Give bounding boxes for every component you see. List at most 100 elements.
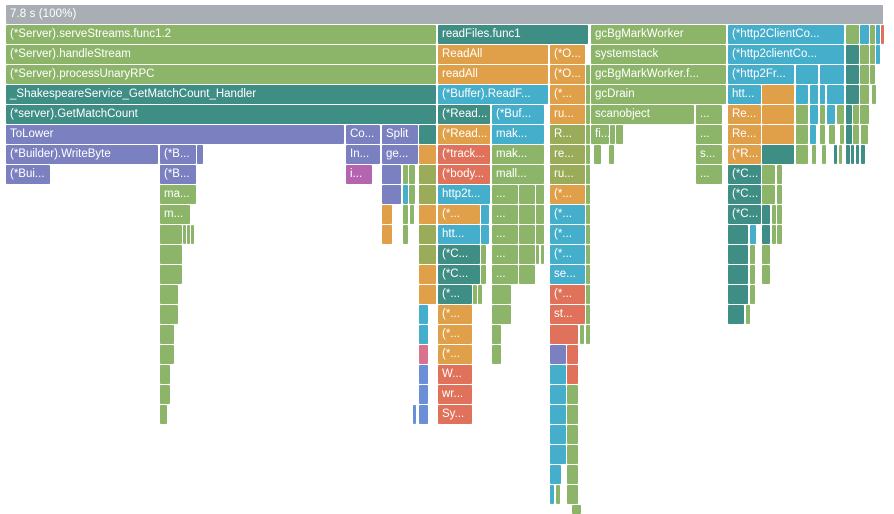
flame-frame[interactable] [820, 85, 825, 104]
flame-frame[interactable] [419, 405, 428, 424]
flame-frame[interactable] [728, 265, 748, 284]
flame-frame[interactable] [403, 185, 408, 204]
flame-frame[interactable] [820, 105, 825, 124]
flame-frame[interactable] [382, 185, 401, 204]
flame-frame[interactable]: ... [492, 185, 518, 204]
flame-frame[interactable]: (*... [550, 85, 585, 104]
flame-frame[interactable] [403, 165, 408, 184]
flame-frame[interactable] [567, 425, 578, 444]
flame-frame[interactable]: fi... [591, 125, 609, 144]
flame-frame[interactable]: (*... [438, 285, 472, 304]
flame-frame[interactable] [410, 205, 414, 224]
flame-frame[interactable] [536, 225, 544, 244]
flame-frame[interactable] [586, 105, 590, 124]
flame-frame[interactable] [750, 265, 755, 284]
flame-frame[interactable]: R... [550, 125, 585, 144]
flame-frame[interactable] [541, 245, 544, 264]
flame-frame[interactable]: http2t... [438, 185, 490, 204]
flame-frame[interactable] [550, 425, 566, 444]
flame-frame[interactable] [796, 65, 818, 84]
flame-frame[interactable] [197, 145, 203, 164]
flame-frame[interactable] [846, 105, 852, 124]
flame-frame[interactable] [616, 125, 623, 144]
flame-frame[interactable]: st... [550, 305, 585, 324]
flame-frame[interactable]: Split [382, 125, 418, 144]
flame-frame[interactable] [796, 145, 808, 164]
flame-frame[interactable] [419, 265, 436, 284]
flame-frame[interactable]: (*... [550, 285, 585, 304]
flame-frame[interactable]: s... [696, 145, 722, 164]
flame-frame[interactable] [586, 285, 590, 304]
flame-frame[interactable] [419, 225, 436, 244]
flame-frame[interactable] [419, 365, 428, 384]
flame-frame[interactable]: Sy... [438, 405, 472, 424]
flame-frame[interactable]: htt... [728, 85, 761, 104]
flame-frame[interactable]: (*Server).handleStream [6, 45, 436, 64]
flame-frame[interactable] [586, 245, 590, 264]
flame-frame[interactable] [846, 125, 852, 144]
flame-frame[interactable]: re... [550, 145, 585, 164]
flame-frame[interactable]: ru... [550, 165, 585, 184]
flame-frame[interactable]: gcBgMarkWorker [591, 25, 726, 44]
total-duration-bar[interactable] [6, 5, 883, 24]
flame-frame[interactable] [550, 365, 566, 384]
flame-frame[interactable] [586, 165, 590, 184]
flame-frame[interactable] [519, 225, 535, 244]
flame-frame[interactable] [550, 325, 578, 344]
flame-frame[interactable] [586, 125, 590, 144]
flame-frame[interactable] [536, 245, 539, 264]
flame-frame[interactable] [846, 25, 859, 44]
flame-frame[interactable] [762, 145, 794, 164]
flame-frame[interactable] [822, 145, 826, 164]
flame-frame[interactable] [492, 305, 511, 324]
flame-frame[interactable] [550, 385, 566, 404]
flame-frame[interactable]: ReadAll [438, 45, 548, 64]
flame-frame[interactable] [856, 145, 859, 164]
flame-frame[interactable] [160, 325, 174, 344]
flame-frame[interactable] [160, 365, 170, 384]
flame-frame[interactable] [586, 185, 590, 204]
flame-frame[interactable] [586, 85, 590, 104]
flame-frame[interactable]: ... [492, 245, 518, 264]
flame-frame[interactable] [772, 205, 776, 224]
flame-frame[interactable] [728, 285, 748, 304]
flame-frame[interactable]: (*C... [728, 165, 761, 184]
flame-frame[interactable]: (*http2Fr... [728, 65, 794, 84]
flame-frame[interactable] [191, 225, 194, 244]
flame-frame[interactable] [160, 305, 178, 324]
flame-frame[interactable] [160, 345, 174, 364]
flame-frame[interactable]: (*track... [438, 145, 490, 164]
flame-frame[interactable] [419, 305, 428, 324]
flame-frame[interactable] [567, 445, 578, 464]
flame-frame[interactable]: readFiles.func1 [438, 25, 588, 44]
flame-frame[interactable] [860, 105, 869, 124]
flame-frame[interactable] [846, 45, 859, 64]
flame-frame[interactable] [746, 305, 750, 324]
flame-frame[interactable]: gcBgMarkWorker.f... [591, 65, 726, 84]
flame-frame[interactable]: W... [438, 365, 472, 384]
flame-frame[interactable] [870, 65, 875, 84]
flame-frame[interactable] [382, 225, 392, 244]
flame-frame[interactable] [586, 305, 590, 324]
flame-frame[interactable]: mall... [492, 165, 544, 184]
flame-frame[interactable] [481, 265, 486, 284]
flame-frame[interactable] [586, 325, 590, 344]
flame-frame[interactable] [610, 125, 615, 144]
flame-frame[interactable] [750, 245, 755, 264]
flame-frame[interactable]: ... [696, 125, 722, 144]
flame-frame[interactable] [853, 125, 859, 144]
flame-frame[interactable] [762, 205, 770, 224]
flame-frame[interactable] [820, 125, 825, 144]
flame-frame[interactable] [837, 105, 844, 124]
flame-frame[interactable] [810, 105, 818, 124]
flame-frame[interactable]: htt... [438, 225, 480, 244]
flame-frame[interactable] [750, 225, 756, 244]
flame-frame[interactable] [550, 405, 566, 424]
flame-frame[interactable] [762, 225, 770, 244]
flame-frame[interactable] [728, 225, 748, 244]
flame-frame[interactable] [567, 365, 578, 384]
flame-frame[interactable] [160, 285, 178, 304]
flame-frame[interactable] [796, 85, 808, 104]
flame-frame[interactable] [419, 185, 436, 204]
flame-frame[interactable]: (*... [550, 205, 585, 224]
